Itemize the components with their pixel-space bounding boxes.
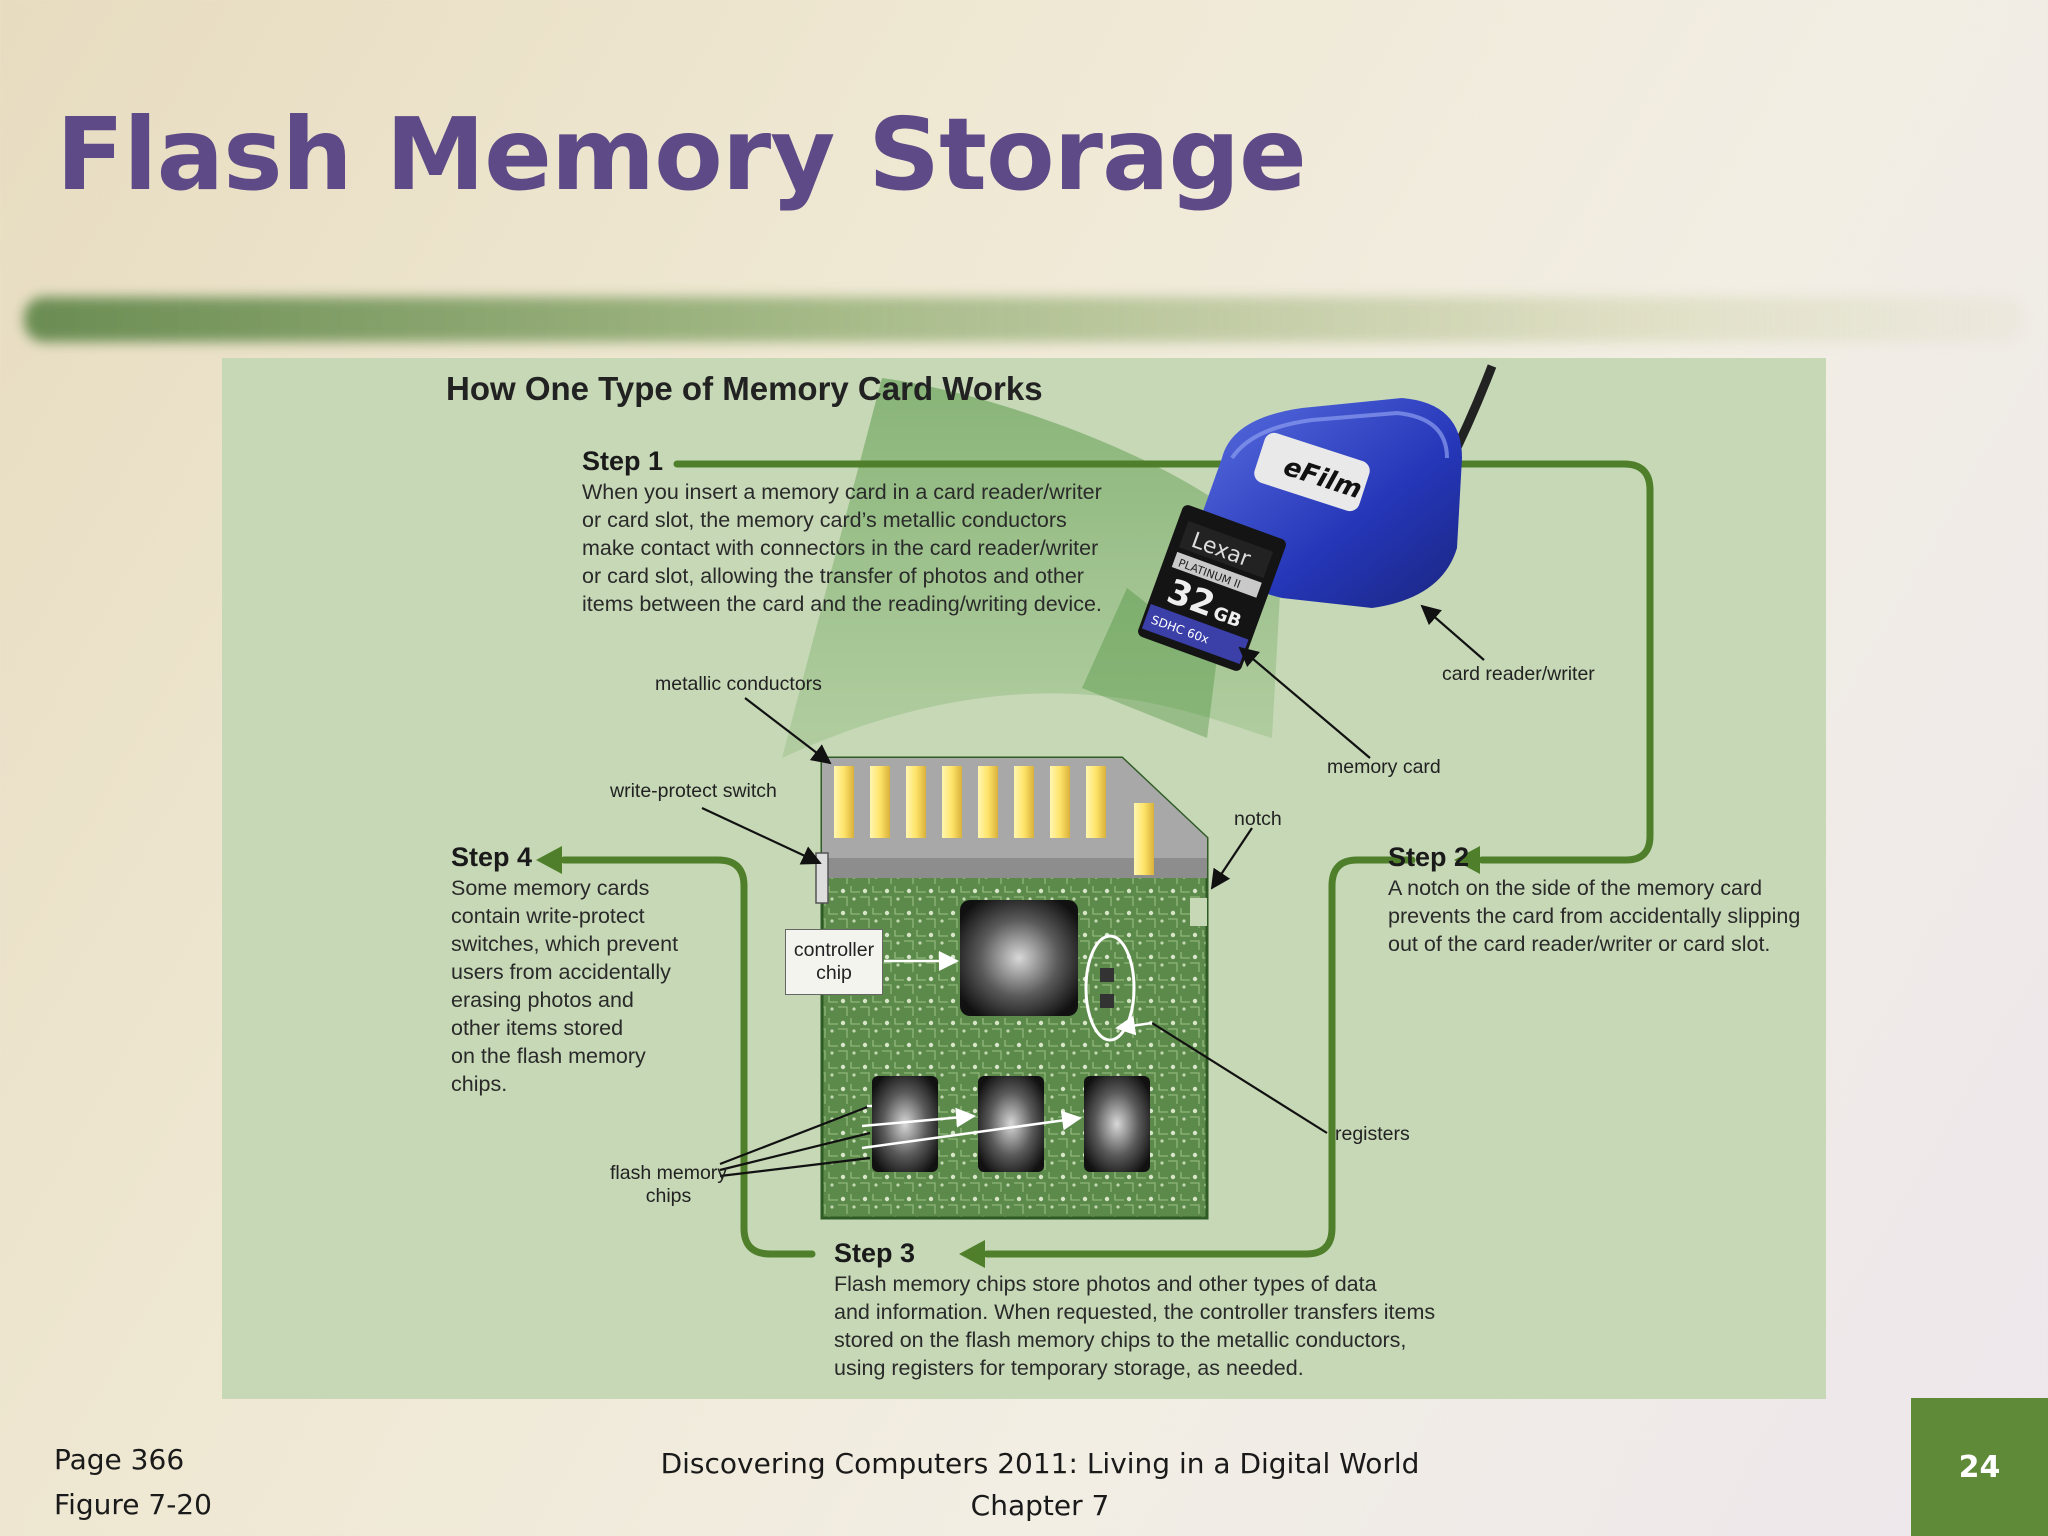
callout-leaders: [701, 604, 1485, 1178]
memory-card-board: [815, 756, 1209, 1220]
step-1-heading: Step 1: [582, 446, 664, 476]
register-1: [1100, 968, 1114, 982]
step-2-heading: Step 2: [1388, 842, 1470, 872]
callout-registers: registers: [1335, 1123, 1410, 1145]
callout-metallic-conductors: metallic conductors: [655, 673, 822, 695]
metallic-conductors: [834, 766, 1154, 875]
footer-page-ref: Page 366: [54, 1443, 185, 1476]
figure-title: How One Type of Memory Card Works: [446, 370, 1043, 407]
write-protect-switch: [815, 852, 829, 904]
callout-memory-card: memory card: [1327, 756, 1441, 778]
glow-beam: [782, 378, 1282, 758]
callout-controller-chip: controller chip: [785, 929, 883, 995]
board-pointers: [861, 951, 1153, 1150]
slide-title: Flash Memory Storage: [56, 96, 1307, 213]
sd-card-in-reader: Lexar PLATINUM II 32 GB SDHC 60x: [1138, 505, 1286, 671]
footer-book-title: Discovering Computers 2011: Living in a …: [660, 1447, 1420, 1480]
callout-flash-memory-chips: flash memory chips: [610, 1162, 728, 1207]
step-3-text: Flash memory chips store photos and othe…: [834, 1272, 1436, 1380]
registers-highlight: [1084, 934, 1136, 1042]
figure-artwork: eFilm Lexar PLATINUM II 32 GB SDHC 60x: [536, 364, 1654, 1268]
callout-card-reader-writer: card reader/writer: [1442, 663, 1595, 685]
title-underline-bar: [24, 297, 2024, 342]
memory-card-figure: eFilm Lexar PLATINUM II 32 GB SDHC 60x: [222, 358, 1826, 1399]
controller-chip: [960, 900, 1078, 1016]
step-4-heading: Step 4: [451, 842, 533, 872]
footer-figure-ref: Figure 7-20: [54, 1488, 212, 1521]
step-2-text: A notch on the side of the memory card p…: [1388, 876, 1801, 956]
page-number-badge: 24: [1911, 1398, 2048, 1536]
page-number: 24: [1958, 1449, 2001, 1485]
flash-chip-1: [872, 1076, 938, 1172]
step-flow-lines: [560, 460, 1654, 1258]
callout-notch: notch: [1234, 808, 1282, 830]
step-4-text: Some memory cards contain write-protect …: [451, 876, 679, 1096]
register-2: [1100, 994, 1114, 1008]
flash-chip-2: [978, 1076, 1044, 1172]
callout-write-protect-switch: write-protect switch: [610, 780, 777, 802]
footer-chapter: Chapter 7: [970, 1489, 1110, 1522]
flash-chip-3: [1084, 1076, 1150, 1172]
notch: [1190, 898, 1207, 926]
flow-arrowheads: [536, 846, 1480, 1268]
step-1-text: When you insert a memory card in a card …: [582, 480, 1102, 616]
step-3-heading: Step 3: [834, 1238, 916, 1268]
